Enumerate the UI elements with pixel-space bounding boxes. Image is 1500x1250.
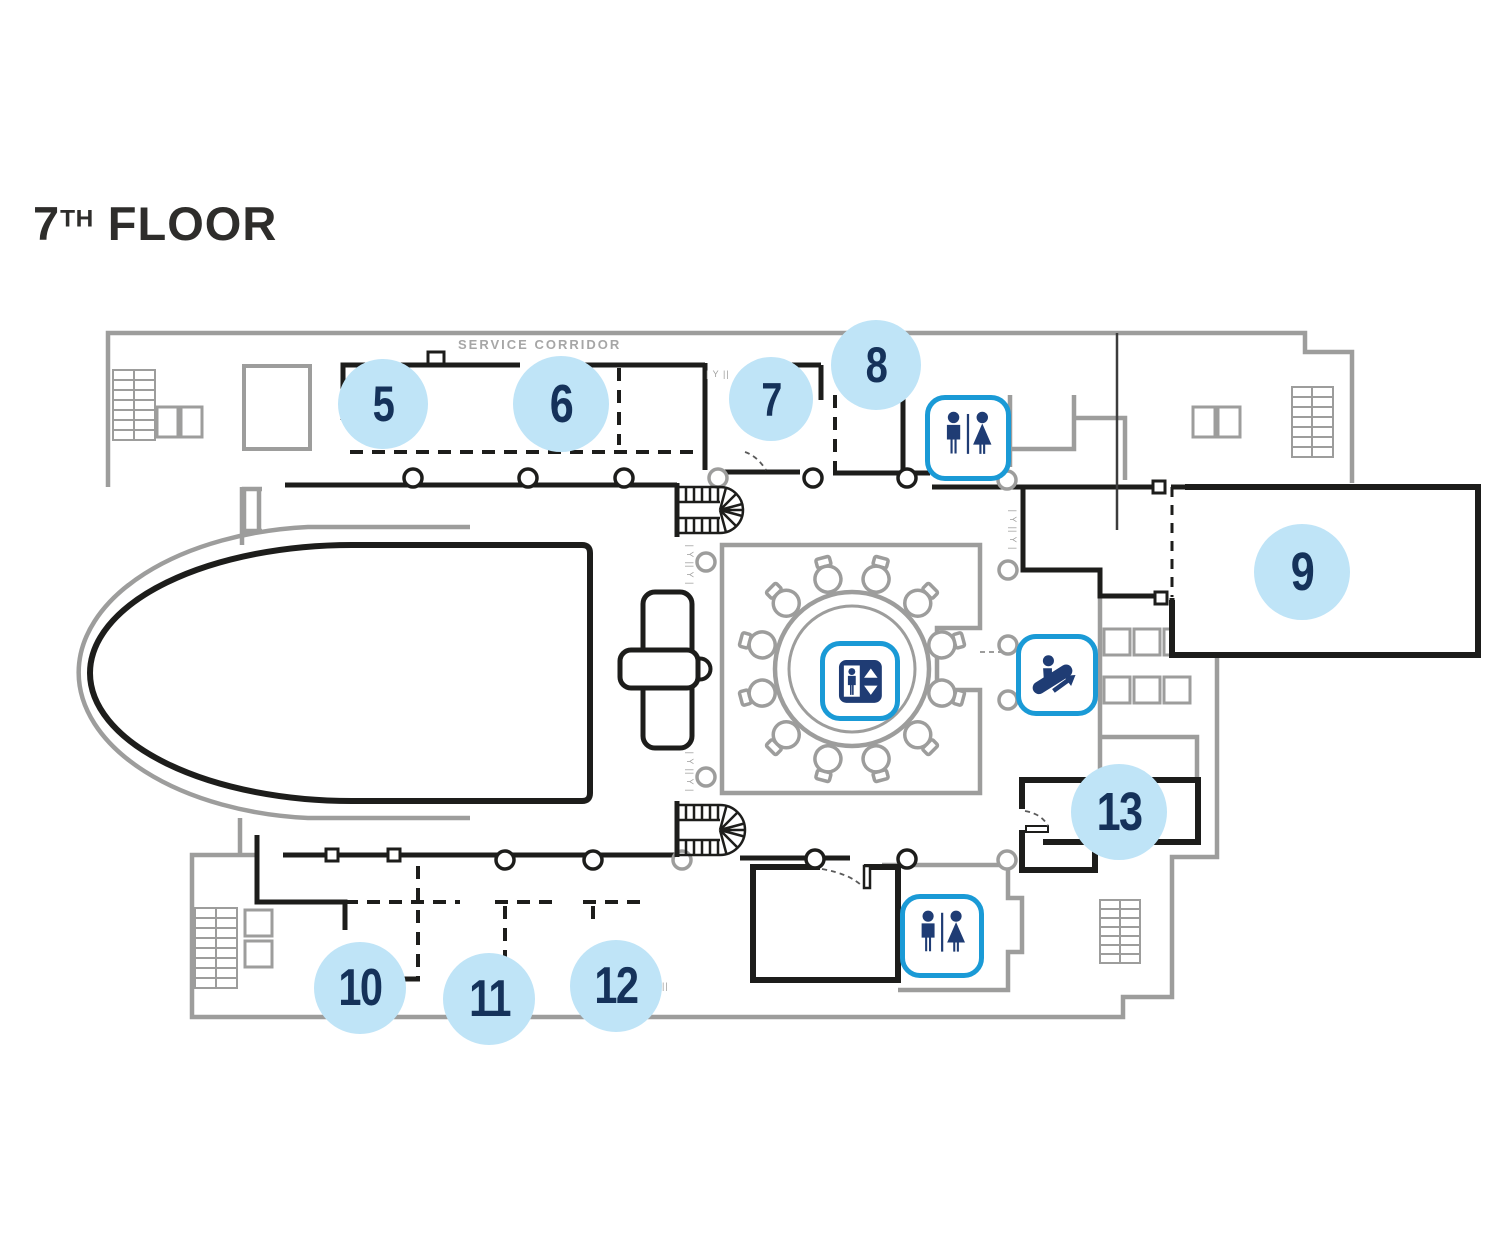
- room-marker-10: 10: [314, 942, 406, 1034]
- svg-text:| Y || Y |: | Y || Y |: [1008, 510, 1018, 551]
- room-marker-8: 8: [831, 320, 921, 410]
- service-corridor-label: SERVICE CORRIDOR: [458, 337, 621, 352]
- room-marker-9: 9: [1254, 524, 1350, 620]
- floor-word: FLOOR: [107, 197, 278, 250]
- room-marker-13: 13: [1071, 764, 1167, 860]
- restroom-icon: [900, 894, 984, 978]
- restroom-icon: [925, 395, 1011, 481]
- svg-text:| Y || Y |: | Y || Y |: [685, 752, 695, 793]
- room-marker-12: 12: [570, 940, 662, 1032]
- room-marker-5: 5: [338, 359, 428, 449]
- floor-number: 7: [33, 197, 61, 250]
- room-marker-6: 6: [513, 356, 609, 452]
- floor-ordinal-suffix: TH: [60, 205, 94, 233]
- room-marker-11: 11: [443, 953, 535, 1045]
- escalator-icon: [1016, 634, 1098, 716]
- elevator-icon: [820, 641, 900, 721]
- svg-text:| Y || Y |: | Y || Y |: [685, 545, 695, 586]
- svg-text:| Y ||: | Y ||: [706, 369, 730, 379]
- room-marker-7: 7: [729, 357, 813, 441]
- page-title: 7TH FLOOR: [33, 196, 277, 251]
